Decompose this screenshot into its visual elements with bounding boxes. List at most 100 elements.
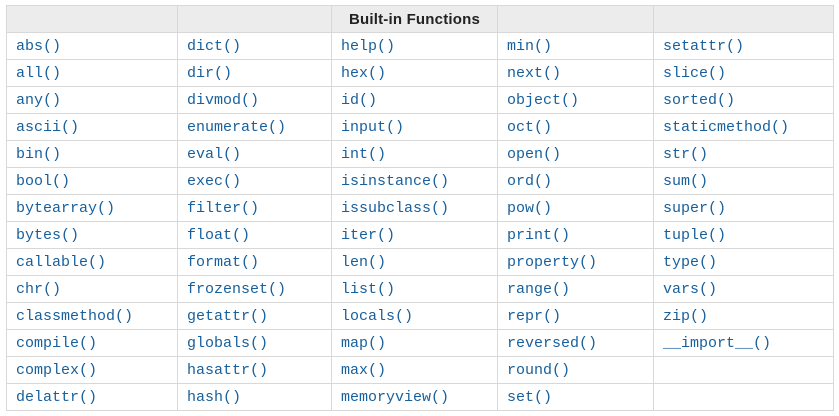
function-cell: isinstance() (331, 167, 498, 195)
function-link[interactable]: memoryview() (341, 388, 450, 406)
function-link[interactable]: bin() (16, 145, 62, 163)
function-link[interactable]: enumerate() (187, 118, 287, 136)
function-cell: input() (331, 113, 498, 141)
function-link[interactable]: dir() (187, 64, 233, 82)
function-link[interactable]: print() (507, 226, 571, 244)
function-cell: issubclass() (331, 194, 498, 222)
function-cell: object() (497, 86, 654, 114)
function-link[interactable]: type() (663, 253, 718, 271)
function-link[interactable]: frozenset() (187, 280, 287, 298)
function-link[interactable]: range() (507, 280, 571, 298)
function-link[interactable]: ord() (507, 172, 553, 190)
function-cell: set() (497, 383, 654, 411)
function-cell: round() (497, 356, 654, 384)
function-link[interactable]: abs() (16, 37, 62, 55)
function-link[interactable]: staticmethod() (663, 118, 790, 136)
function-link[interactable]: classmethod() (16, 307, 134, 325)
function-cell: complex() (6, 356, 178, 384)
function-cell: format() (177, 248, 332, 276)
function-link[interactable]: list() (341, 280, 396, 298)
function-link[interactable]: bytearray() (16, 199, 116, 217)
function-link[interactable]: hex() (341, 64, 387, 82)
function-cell: frozenset() (177, 275, 332, 303)
function-link[interactable]: chr() (16, 280, 62, 298)
function-link[interactable]: open() (507, 145, 562, 163)
function-link[interactable]: reversed() (507, 334, 598, 352)
function-cell: oct() (497, 113, 654, 141)
function-cell: callable() (6, 248, 178, 276)
function-cell: all() (6, 59, 178, 87)
function-cell: divmod() (177, 86, 332, 114)
function-link[interactable]: getattr() (187, 307, 269, 325)
function-link[interactable]: min() (507, 37, 553, 55)
function-link[interactable]: complex() (16, 361, 98, 379)
header-cell-empty-1 (6, 5, 178, 33)
function-link[interactable]: property() (507, 253, 598, 271)
function-link[interactable]: tuple() (663, 226, 727, 244)
function-link[interactable]: len() (341, 253, 387, 271)
function-link[interactable]: set() (507, 388, 553, 406)
function-link[interactable]: __import__() (663, 334, 772, 352)
function-link[interactable]: filter() (187, 199, 260, 217)
function-link[interactable]: pow() (507, 199, 553, 217)
header-cell-empty-2 (177, 5, 332, 33)
function-link[interactable]: hash() (187, 388, 242, 406)
function-link[interactable]: delattr() (16, 388, 98, 406)
function-link[interactable]: divmod() (187, 91, 260, 109)
function-link[interactable]: dict() (187, 37, 242, 55)
function-link[interactable]: oct() (507, 118, 553, 136)
function-cell: enumerate() (177, 113, 332, 141)
function-link[interactable]: bool() (16, 172, 71, 190)
function-link[interactable]: input() (341, 118, 405, 136)
function-link[interactable]: str() (663, 145, 709, 163)
function-link[interactable]: max() (341, 361, 387, 379)
function-link[interactable]: setattr() (663, 37, 745, 55)
function-cell: setattr() (653, 32, 834, 60)
function-cell: help() (331, 32, 498, 60)
function-link[interactable]: map() (341, 334, 387, 352)
table-row: complex() hasattr() max() round() (6, 356, 834, 384)
function-link[interactable]: any() (16, 91, 62, 109)
function-cell: dir() (177, 59, 332, 87)
function-link[interactable]: all() (16, 64, 62, 82)
function-link[interactable]: super() (663, 199, 727, 217)
table-row: compile() globals() map() reversed() __impor… (6, 329, 834, 357)
function-link[interactable]: slice() (663, 64, 727, 82)
function-link[interactable]: globals() (187, 334, 269, 352)
table-row: chr() frozenset() list() range() vars() (6, 275, 834, 303)
function-link[interactable]: exec() (187, 172, 242, 190)
function-cell: ascii() (6, 113, 178, 141)
function-cell: id() (331, 86, 498, 114)
function-link[interactable]: locals() (341, 307, 414, 325)
table-row: delattr() hash() memoryview() set() (6, 383, 834, 411)
table-row: bool() exec() isinstance() ord() sum() (6, 167, 834, 195)
function-cell: bytes() (6, 221, 178, 249)
function-link[interactable]: hasattr() (187, 361, 269, 379)
function-link[interactable]: sum() (663, 172, 709, 190)
function-link[interactable]: zip() (663, 307, 709, 325)
function-link[interactable]: bytes() (16, 226, 80, 244)
function-link[interactable]: callable() (16, 253, 107, 271)
function-link[interactable]: int() (341, 145, 387, 163)
function-link[interactable]: compile() (16, 334, 98, 352)
function-link[interactable]: round() (507, 361, 571, 379)
function-link[interactable]: float() (187, 226, 251, 244)
function-link[interactable]: format() (187, 253, 260, 271)
function-link[interactable]: vars() (663, 280, 718, 298)
function-link[interactable]: id() (341, 91, 378, 109)
function-link[interactable]: isinstance() (341, 172, 450, 190)
function-link[interactable]: eval() (187, 145, 242, 163)
function-link[interactable]: iter() (341, 226, 396, 244)
function-link[interactable]: sorted() (663, 91, 736, 109)
function-link[interactable]: next() (507, 64, 562, 82)
function-link[interactable]: issubclass() (341, 199, 450, 217)
table-row: bin() eval() int() open() str() (6, 140, 834, 168)
functions-table-body: abs() dict() help() min() setattr() all() dir(… (6, 32, 834, 411)
function-link[interactable]: repr() (507, 307, 562, 325)
function-link[interactable]: ascii() (16, 118, 80, 136)
function-cell: type() (653, 248, 834, 276)
function-link[interactable]: object() (507, 91, 580, 109)
function-link[interactable]: help() (341, 37, 396, 55)
function-cell: slice() (653, 59, 834, 87)
header-cell-empty-3 (497, 5, 654, 33)
